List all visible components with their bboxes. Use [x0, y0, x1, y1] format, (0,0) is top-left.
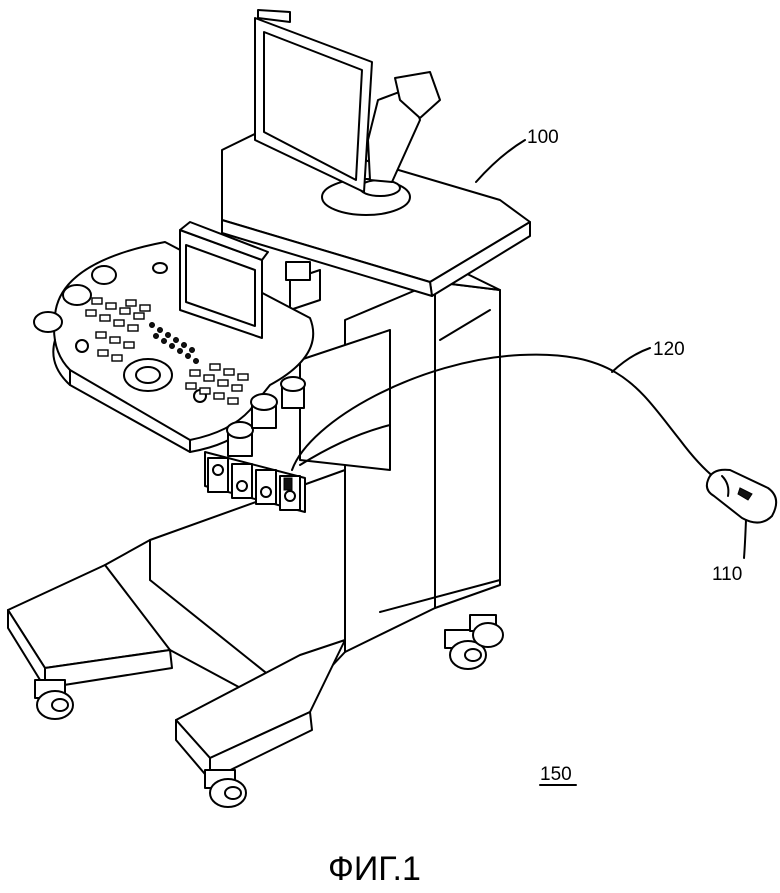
label-cart: 100	[527, 127, 559, 148]
leader-lines	[476, 140, 746, 558]
ultrasound-probe	[707, 470, 776, 523]
label-cable: 120	[653, 339, 685, 360]
label-system: 150	[540, 764, 572, 785]
figure-caption: ФИГ.1	[328, 850, 421, 888]
label-probe: 110	[712, 564, 742, 585]
probe-connector-ports	[205, 452, 305, 512]
panel-support	[286, 262, 390, 470]
